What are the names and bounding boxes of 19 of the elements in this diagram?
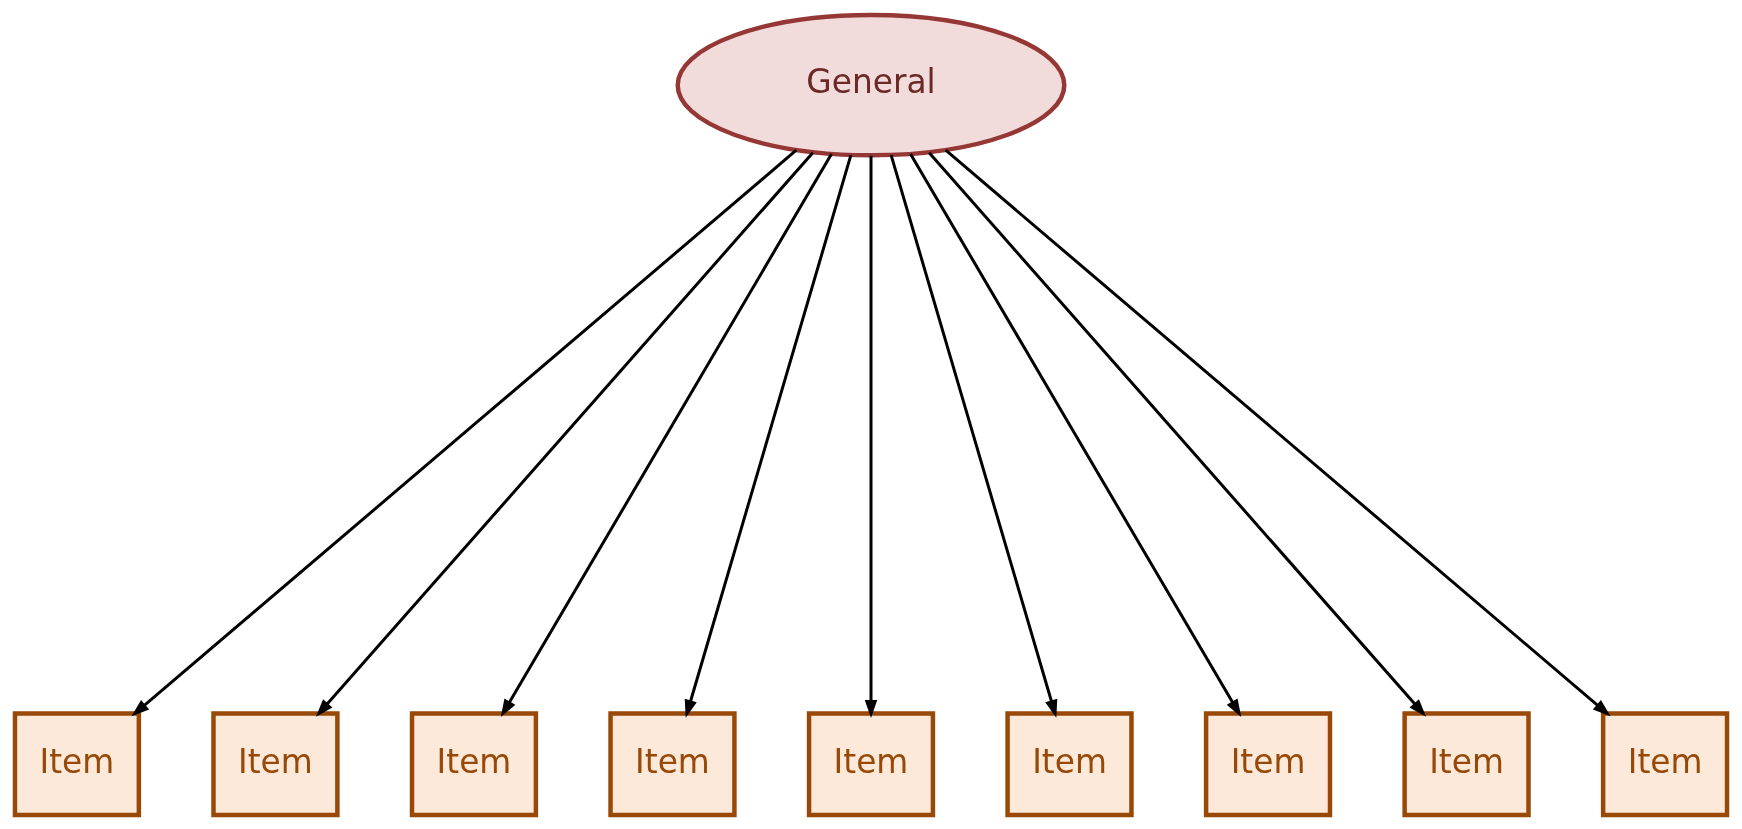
arrow [684, 154, 853, 718]
node-ellipse: General [675, 12, 1067, 157]
node-box: Item [409, 710, 539, 817]
arrow [315, 151, 814, 717]
node-box: Item [211, 710, 340, 817]
node-box: Item [1600, 710, 1730, 817]
arrow [500, 152, 833, 717]
arrow [928, 151, 1427, 717]
node-box: Item [1402, 710, 1531, 817]
arrow [864, 155, 878, 718]
arrow [909, 152, 1242, 717]
node-box: Item [12, 710, 142, 817]
node-box: Item [1005, 710, 1134, 817]
arrow [944, 148, 1611, 716]
node-box: Item [806, 710, 936, 817]
arrow [889, 154, 1058, 718]
arrow [131, 148, 798, 716]
node-box: Item [608, 710, 737, 817]
node-box: Item [1203, 710, 1333, 817]
